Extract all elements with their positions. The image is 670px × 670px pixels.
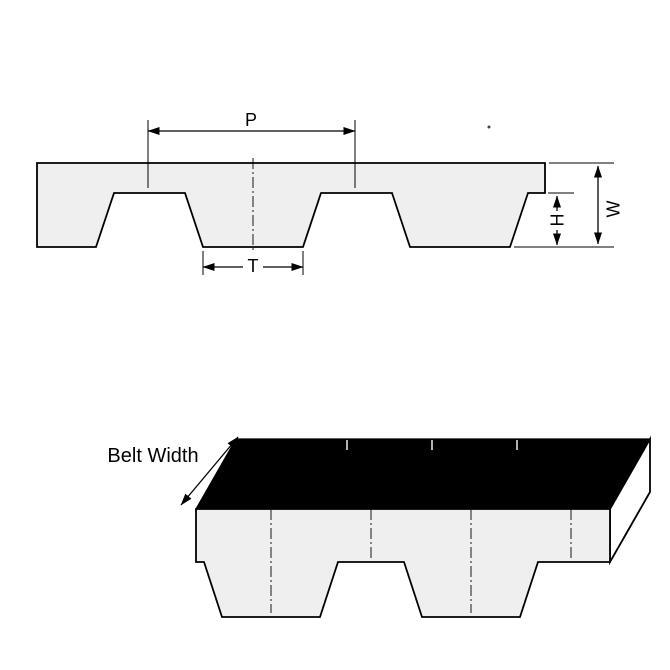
belt-top-surface	[194, 438, 652, 510]
tooth-height-label: H	[547, 214, 567, 227]
tooth-height-dimension: H	[547, 192, 574, 246]
belt-cross-section-view: P T H W	[36, 110, 623, 276]
pitch-label: P	[245, 110, 257, 130]
belt-thickness-dimension: W	[514, 162, 623, 248]
belt-3d-view: Belt Width	[107, 435, 652, 618]
belt-thickness-label: W	[603, 201, 623, 218]
pitch-dimension: P	[147, 110, 356, 188]
tooth-width-label-halo	[243, 255, 263, 274]
belt-width-arrow	[180, 436, 239, 506]
tooth-width-label: T	[248, 256, 259, 276]
tooth-height-label-halo	[548, 211, 566, 230]
belt-profile-shape	[36, 162, 546, 248]
belt-width-label: Belt Width	[107, 445, 198, 467]
belt-front-face	[195, 508, 611, 618]
stray-dot	[487, 125, 491, 129]
tooth-width-dimension: T	[202, 251, 304, 276]
belt-width-dimension: Belt Width	[107, 436, 239, 506]
